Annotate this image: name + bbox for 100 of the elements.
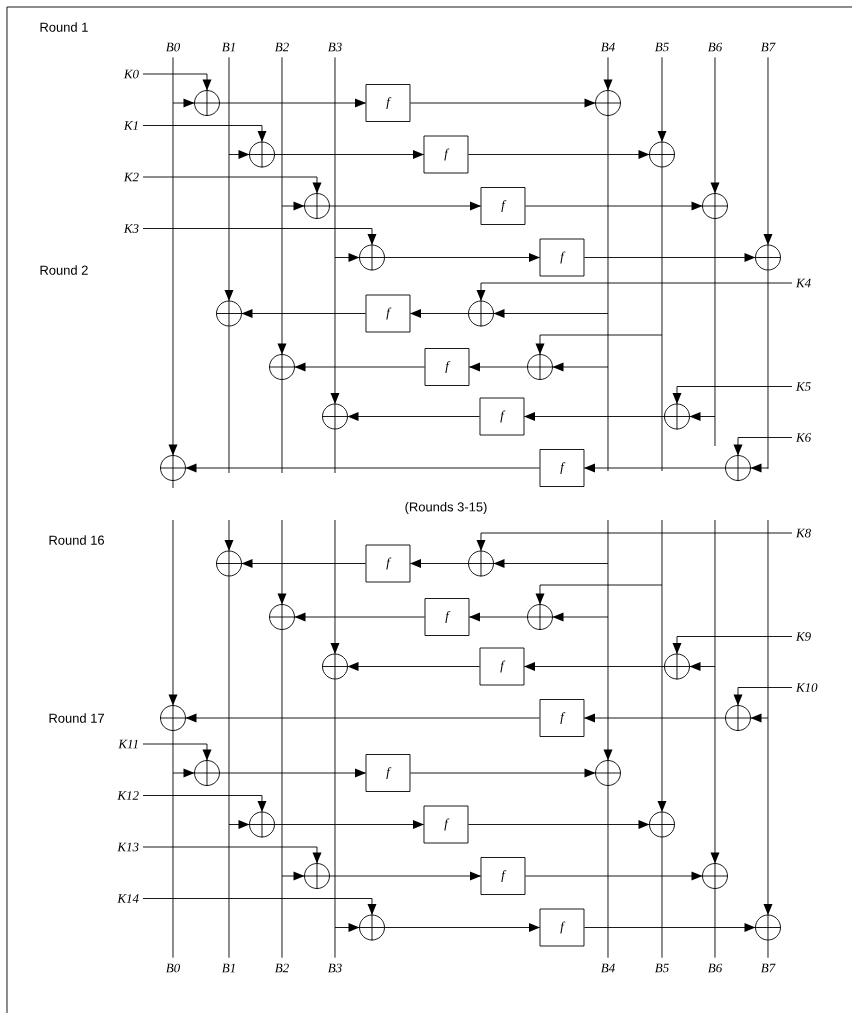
- function-box: f: [424, 598, 470, 636]
- function-box: f: [365, 84, 411, 122]
- xor-symbol: [526, 353, 554, 381]
- block-label: B6: [707, 42, 723, 52]
- arrow: [410, 559, 469, 568]
- xor-symbol: [215, 300, 243, 327]
- arrow: [468, 820, 650, 829]
- block-label: B2: [274, 42, 289, 52]
- xor-symbol: [594, 89, 622, 117]
- key-label: K6: [795, 433, 812, 442]
- arrow: [493, 309, 609, 318]
- arrow: [525, 201, 703, 211]
- arrow: [525, 871, 703, 881]
- arrow: [689, 662, 716, 671]
- line: [607, 115, 609, 472]
- arrow: [347, 412, 480, 421]
- arrow: [168, 56, 178, 456]
- arrow: [281, 201, 305, 211]
- key-label: K3: [123, 224, 139, 233]
- arrow: [672, 386, 793, 404]
- xor-symbol: [321, 403, 349, 430]
- key-label: K12: [117, 791, 139, 800]
- xor-symbol: [467, 550, 495, 577]
- xor-symbol: [303, 192, 331, 220]
- block-label: B4: [600, 42, 615, 52]
- arrow: [384, 923, 540, 932]
- key-label: K9: [795, 632, 811, 641]
- xor-symbol: [594, 759, 622, 787]
- line: [714, 888, 716, 959]
- block-label: B1: [221, 42, 235, 52]
- arrow: [552, 362, 609, 372]
- function-box: f: [424, 348, 470, 386]
- arrow: [710, 56, 720, 194]
- xor-symbol: [159, 704, 187, 732]
- line: [661, 167, 663, 472]
- xor-symbol: [303, 862, 331, 890]
- arrow: [224, 56, 234, 301]
- xor-symbol: [268, 353, 296, 381]
- xor-symbol: [193, 89, 221, 117]
- xor-symbol: [193, 759, 221, 787]
- arrow: [329, 201, 481, 211]
- block-label: B0: [165, 963, 181, 973]
- key-label: K0: [123, 69, 139, 79]
- arrow: [657, 56, 667, 142]
- arrow: [603, 519, 613, 761]
- line: [228, 576, 230, 959]
- xor-symbol: [268, 603, 296, 631]
- xor-symbol: [648, 141, 676, 168]
- arrow: [689, 412, 716, 421]
- block-label: B5: [654, 42, 669, 52]
- function-box: f: [423, 805, 469, 844]
- xor-symbol: [724, 704, 752, 732]
- arrow: [172, 768, 195, 778]
- key-label: K2: [123, 172, 139, 182]
- block-label: B6: [707, 963, 723, 973]
- arrow: [219, 768, 366, 778]
- key-label: K1: [123, 121, 138, 130]
- round-label: Round 16: [49, 535, 105, 545]
- arrow: [274, 150, 424, 159]
- function-box: f: [539, 449, 585, 487]
- function-box: f: [480, 857, 526, 895]
- xor-symbol: [358, 244, 386, 271]
- block-label: B5: [654, 963, 669, 973]
- xor-symbol: [248, 141, 276, 168]
- arrow: [142, 743, 212, 761]
- xor-symbol: [467, 300, 495, 327]
- arrow: [469, 612, 528, 622]
- arrow: [168, 519, 178, 706]
- block-label: B7: [760, 963, 776, 973]
- function-box: f: [365, 294, 411, 333]
- line: [172, 480, 174, 489]
- line: [767, 270, 769, 470]
- arrow: [603, 56, 613, 91]
- arrow: [584, 463, 726, 473]
- line: [714, 218, 716, 447]
- arrow: [493, 559, 609, 568]
- arrow: [277, 56, 287, 355]
- function-box: f: [365, 754, 411, 792]
- arrow: [384, 253, 540, 262]
- arrow: [274, 820, 424, 829]
- arrow: [469, 362, 528, 372]
- xor-symbol: [663, 403, 691, 430]
- arrow: [733, 687, 793, 706]
- arrow: [185, 463, 540, 473]
- arrow: [535, 584, 663, 605]
- arrow: [142, 125, 267, 142]
- function-box: f: [539, 908, 585, 947]
- line: [661, 837, 663, 959]
- arrow: [277, 519, 287, 605]
- line: [607, 785, 609, 959]
- arrow: [552, 612, 609, 622]
- key-label: K8: [795, 528, 811, 538]
- arrow: [672, 636, 793, 654]
- key-label: K10: [795, 683, 818, 692]
- arrow: [584, 713, 726, 723]
- arrow: [763, 519, 773, 915]
- arrow: [535, 334, 663, 355]
- arrow: [185, 713, 540, 723]
- block-label: B3: [327, 42, 342, 52]
- function-box: f: [479, 647, 525, 686]
